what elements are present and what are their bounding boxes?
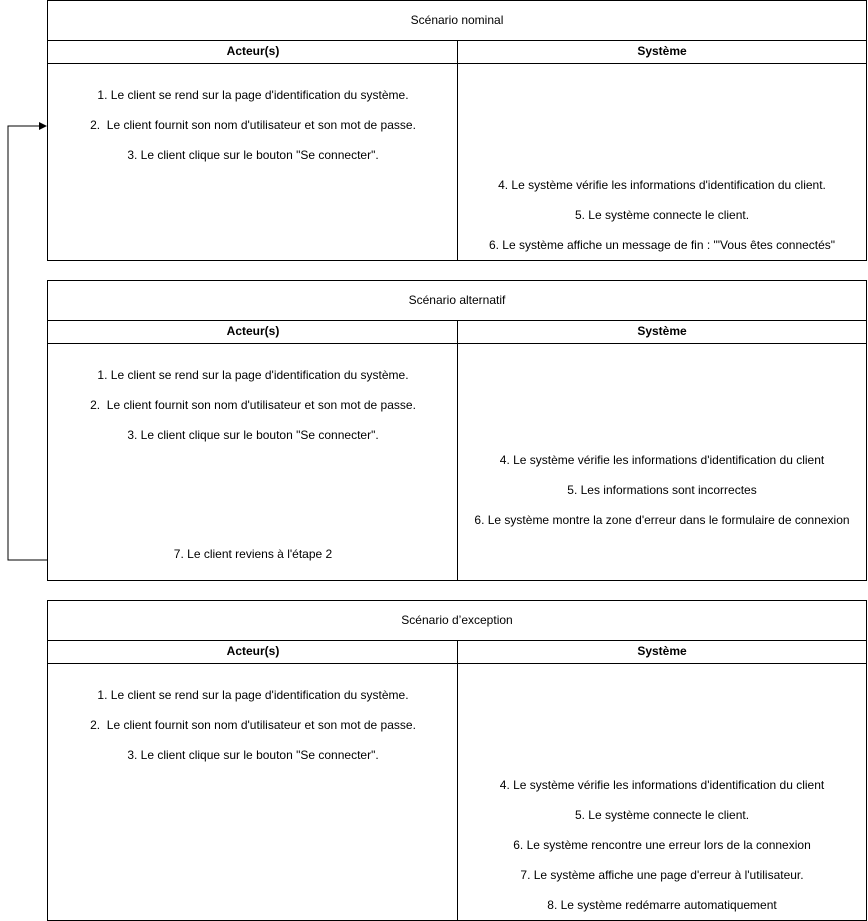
- arrowhead-icon: [39, 122, 47, 130]
- system-step: 5. Le système connecte le client.: [574, 208, 750, 222]
- column-divider: [457, 41, 458, 260]
- column-divider: [457, 641, 458, 920]
- actor-column-header: Acteur(s): [48, 641, 458, 664]
- scenario-title: Scénario alternatif: [48, 281, 866, 321]
- system-step: 6. Le système rencontre une erreur lors …: [513, 838, 811, 852]
- system-column-header: Système: [458, 321, 866, 344]
- actor-step: 3. Le client clique sur le bouton "Se co…: [127, 148, 379, 162]
- scenario-nominal: Scénario nominal Acteur(s) Système 1. Le…: [47, 0, 867, 261]
- actor-step: 7. Le client reviens à l'étape 2: [173, 547, 333, 561]
- system-step: 5. Les informations sont incorrectes: [567, 483, 757, 497]
- scenario-title: Scénario nominal: [48, 1, 866, 41]
- scenario-alternatif: Scénario alternatif Acteur(s) Système 1.…: [47, 280, 867, 581]
- system-step: 8. Le système redémarre automatiquement: [547, 898, 777, 912]
- scenario-title: Scénario d’exception: [48, 601, 866, 641]
- column-divider: [457, 321, 458, 580]
- actor-column-header: Acteur(s): [48, 321, 458, 344]
- system-step: 6. Le système montre la zone d'erreur da…: [474, 513, 850, 527]
- actor-step: 1. Le client se rend sur la page d'ident…: [97, 88, 409, 102]
- system-step: 4. Le système vérifie les informations d…: [499, 778, 825, 792]
- connector-line: [7, 125, 47, 561]
- system-column-header: Système: [458, 41, 866, 64]
- system-column-header: Système: [458, 641, 866, 664]
- system-step: 4. Le système vérifie les informations d…: [499, 453, 825, 467]
- actor-step: 1. Le client se rend sur la page d'ident…: [97, 368, 409, 382]
- actor-step: 2. Le client fournit son nom d'utilisate…: [90, 718, 416, 732]
- actor-column-header: Acteur(s): [48, 41, 458, 64]
- system-step: 5. Le système connecte le client.: [574, 808, 750, 822]
- system-step: 6. Le système affiche un message de fin …: [488, 238, 836, 252]
- system-step: 4. Le système vérifie les informations d…: [498, 178, 826, 192]
- actor-step: 2. Le client fournit son nom d'utilisate…: [90, 118, 416, 132]
- actor-step: 3. Le client clique sur le bouton "Se co…: [127, 748, 379, 762]
- actor-step: 1. Le client se rend sur la page d'ident…: [97, 688, 409, 702]
- system-step: 7. Le système affiche une page d'erreur …: [520, 868, 804, 882]
- scenario-exception: Scénario d’exception Acteur(s) Système 1…: [47, 600, 867, 921]
- actor-step: 2. Le client fournit son nom d'utilisate…: [90, 398, 416, 412]
- actor-step: 3. Le client clique sur le bouton "Se co…: [127, 428, 379, 442]
